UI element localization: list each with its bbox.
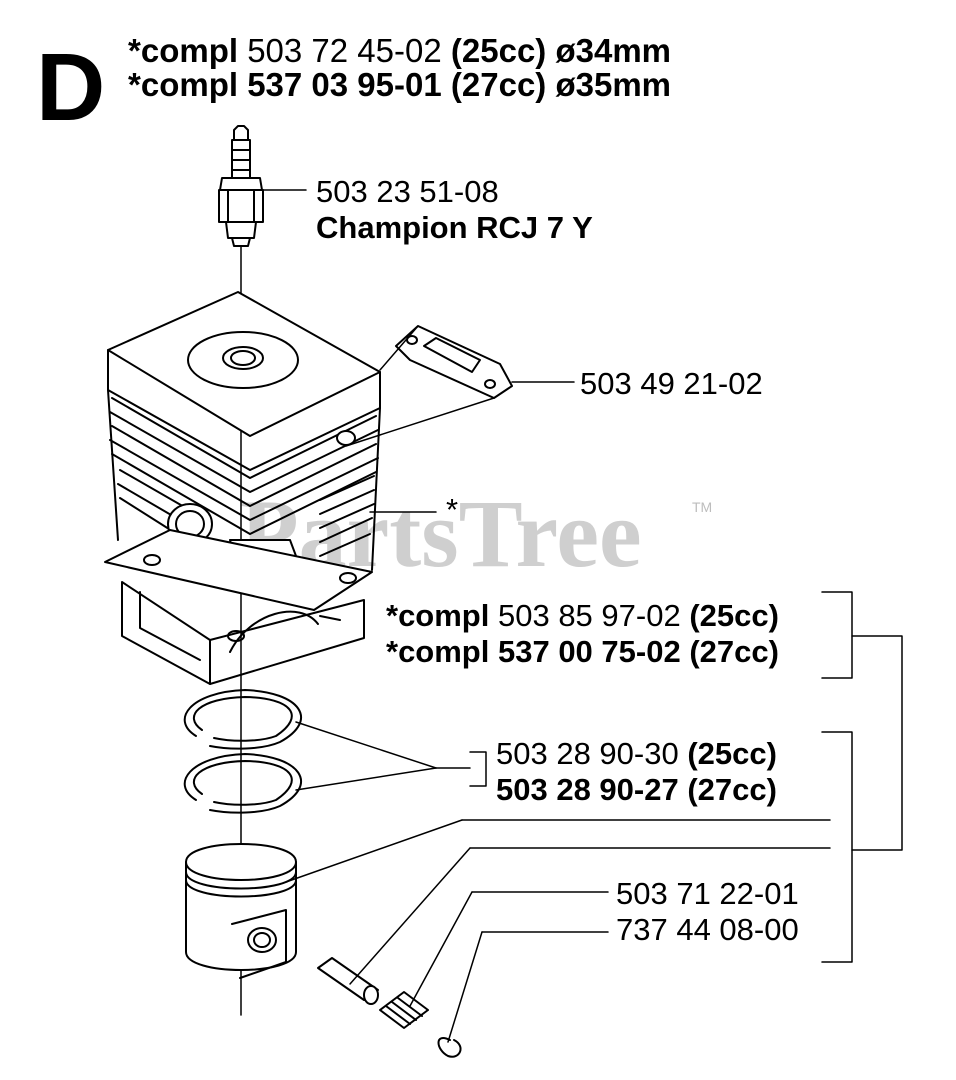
piston-leader xyxy=(285,819,463,883)
spark-plug-drawing xyxy=(218,125,264,247)
rings-1-size: (25cc) xyxy=(687,736,777,771)
header-1-prefix: *compl xyxy=(128,32,239,69)
kit-outer-bracket xyxy=(851,635,903,851)
header-line-2: *compl 537 03 95-01 (27cc) ø35mm xyxy=(128,68,671,101)
piston-drawing xyxy=(185,843,297,979)
kit-2-prefix: *compl xyxy=(386,634,490,669)
header-2-size: (27cc) xyxy=(450,66,547,103)
ring-bracket xyxy=(435,751,487,787)
bearing-leader xyxy=(409,891,473,1007)
header-2-prefix: *compl xyxy=(128,66,239,103)
gasket-cylinder-line xyxy=(345,397,495,447)
kit-line-1: *compl 503 85 97-02 (25cc) xyxy=(386,600,779,631)
rings-line-2: 503 28 90-27 (27cc) xyxy=(496,774,777,805)
circlip-drawing xyxy=(437,1037,462,1058)
circlip-leader xyxy=(447,931,483,1043)
rings-piston-bracket xyxy=(821,731,853,963)
kit-1-prefix: *compl xyxy=(386,598,490,633)
spark-plug-part-number: 503 23 51-08 xyxy=(316,174,499,209)
rings-2-size: (27cc) xyxy=(687,772,777,807)
header-2-part: 537 03 95-01 xyxy=(247,66,442,103)
ring-leader-top xyxy=(295,721,437,769)
section-letter: D xyxy=(36,34,106,141)
kit-1-part: 503 85 97-02 xyxy=(497,598,681,633)
header-1-part: 503 72 45-02 xyxy=(247,32,442,69)
kit-bracket xyxy=(821,591,853,679)
cylinder-marker: * xyxy=(446,492,459,527)
header-1-dia: ø34mm xyxy=(555,32,672,69)
kit-1-size: (25cc) xyxy=(689,598,779,633)
kit-2-size: (27cc) xyxy=(689,634,779,669)
ring-leader-bottom xyxy=(295,767,437,791)
piston-pin-drawing xyxy=(317,957,379,1005)
piston-rings-drawing xyxy=(183,689,302,814)
gasket-part-number: 503 49 21-02 xyxy=(580,366,763,401)
header-1-size: (25cc) xyxy=(450,32,547,69)
bearing-part-number: 503 71 22-01 xyxy=(616,876,799,911)
header-2-dia: ø35mm xyxy=(555,66,672,103)
exhaust-gasket-drawing xyxy=(395,325,513,399)
cylinder-drawing xyxy=(104,291,381,685)
rings-2-part: 503 28 90-27 xyxy=(496,772,679,807)
rings-line-1: 503 28 90-30 (25cc) xyxy=(496,738,777,769)
spark-plug-name: Champion RCJ 7 Y xyxy=(316,210,593,245)
circlip-part-number: 737 44 08-00 xyxy=(616,912,799,947)
needle-bearing-drawing xyxy=(379,991,429,1029)
rings-1-part: 503 28 90-30 xyxy=(496,736,679,771)
watermark-trademark: TM xyxy=(692,499,713,515)
kit-line-2: *compl 537 00 75-02 (27cc) xyxy=(386,636,779,667)
header-line-1: *compl 503 72 45-02 (25cc) ø34mm xyxy=(128,34,671,67)
pin-leader xyxy=(349,847,471,985)
kit-2-part: 537 00 75-02 xyxy=(497,634,681,669)
